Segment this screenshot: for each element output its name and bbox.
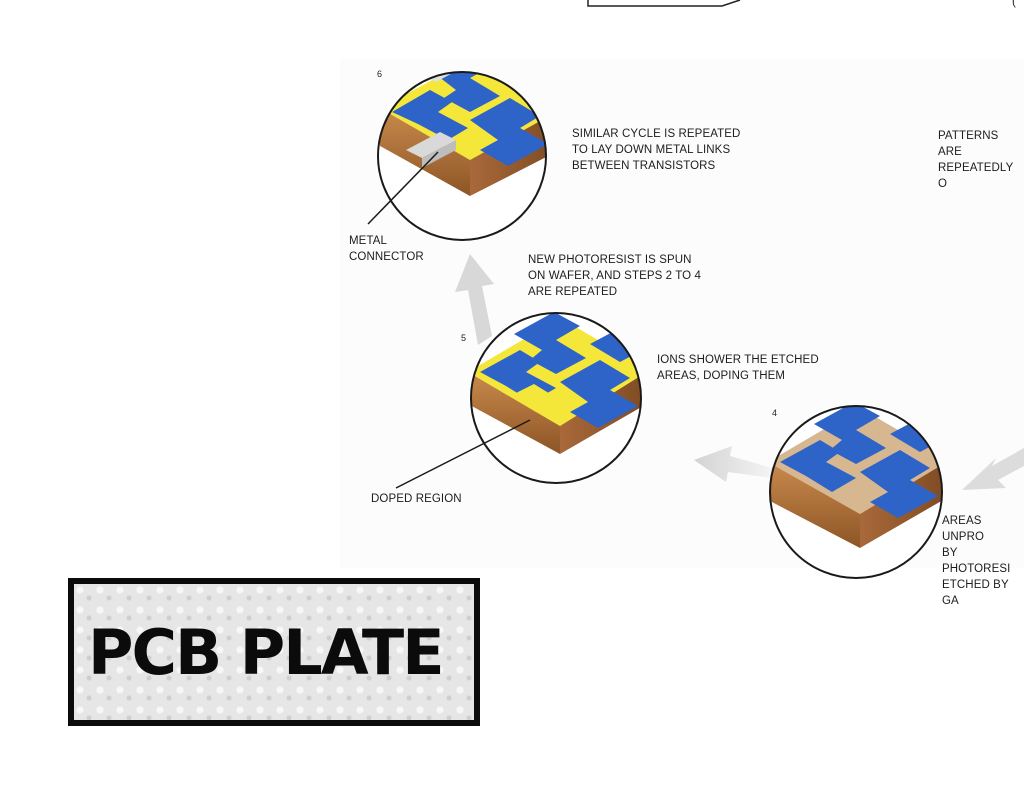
step-4-caption: AREAS UNPRO BY PHOTORESI ETCHED BY GA xyxy=(942,515,1011,607)
repeat-steps-note: NEW PHOTORESIST IS SPUN ON WAFER, AND ST… xyxy=(528,254,702,298)
partial-top-glyph: ( xyxy=(1012,0,1016,8)
step-5-number: 5 xyxy=(461,333,467,343)
arrow-4-to-5 xyxy=(694,446,772,482)
slide-title: PCB PLATE xyxy=(88,615,445,689)
metal-connector-label: METAL CONNECTOR xyxy=(349,235,424,263)
arrow-into-4 xyxy=(962,448,1024,490)
wafer-step-5 xyxy=(471,313,641,483)
step-6-circle xyxy=(377,71,547,241)
step-4-number: 4 xyxy=(772,408,778,418)
patterns-note: PATTERNS ARE REPEATEDLY O xyxy=(938,130,1014,190)
step-4-circle xyxy=(769,405,943,579)
arrow-5-to-6 xyxy=(455,254,494,345)
metal-connector-leader xyxy=(367,151,439,225)
step-5-caption: IONS SHOWER THE ETCHED AREAS, DOPING THE… xyxy=(657,354,819,382)
doped-region-leader xyxy=(395,419,531,489)
wafer-step-4 xyxy=(770,406,942,578)
title-box: PCB PLATE xyxy=(68,578,480,726)
step-6-number: 6 xyxy=(377,69,383,79)
doped-region-label: DOPED REGION xyxy=(371,493,462,505)
step-6-caption: SIMILAR CYCLE IS REPEATED TO LAY DOWN ME… xyxy=(572,128,741,172)
step-5-circle xyxy=(470,312,642,484)
wafer-step-6 xyxy=(378,72,546,240)
partial-box xyxy=(587,0,741,7)
